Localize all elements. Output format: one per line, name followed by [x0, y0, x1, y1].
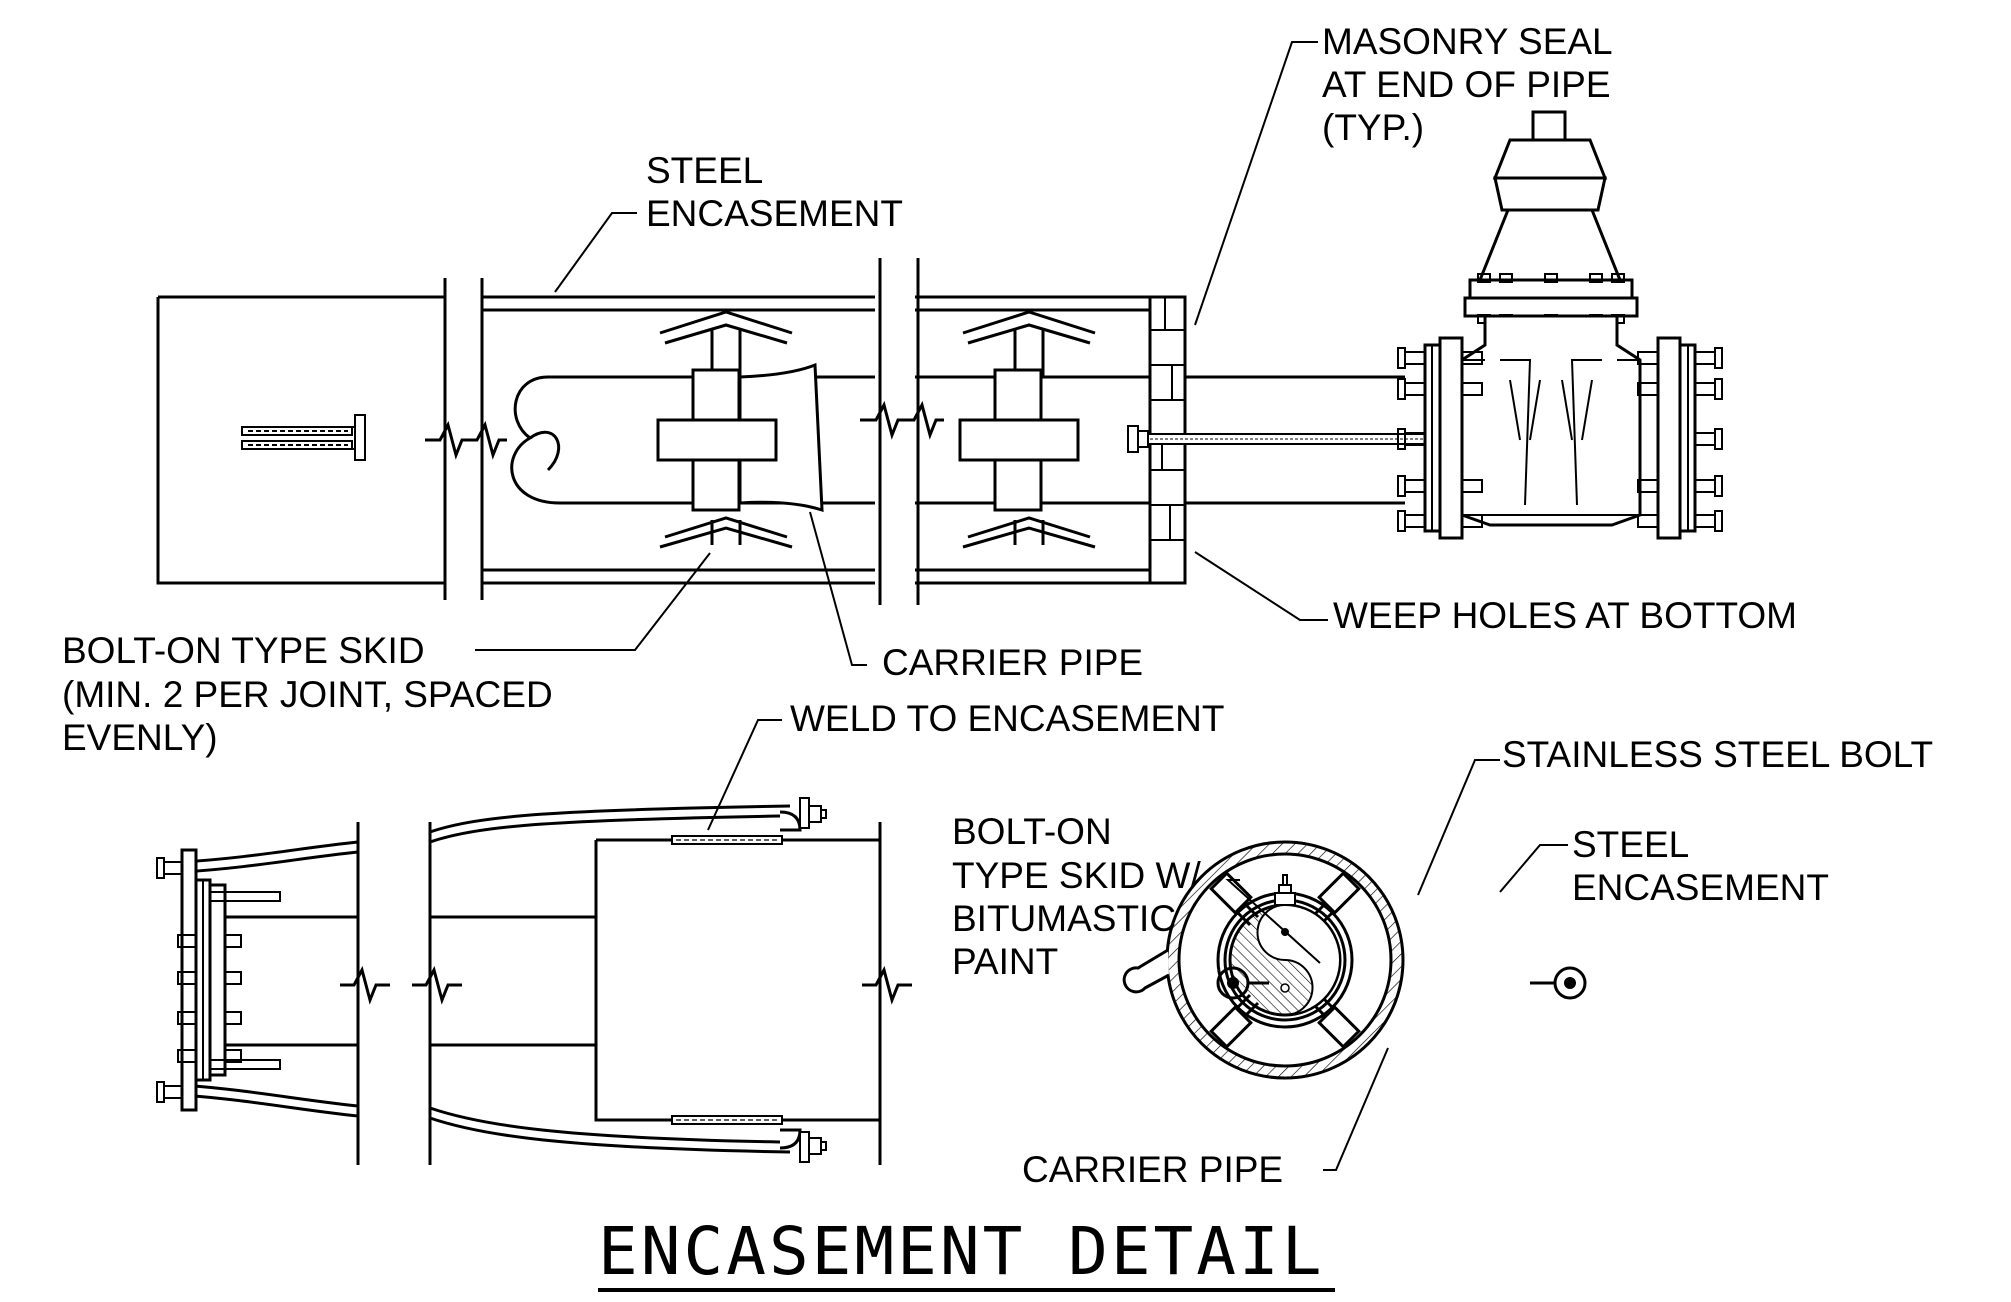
callout-steel-encasement-section: STEEL ENCASEMENT	[1572, 824, 1829, 908]
svg-text:BITUMASTIC: BITUMASTIC	[952, 898, 1176, 939]
svg-text:CARRIER PIPE: CARRIER PIPE	[1022, 1149, 1283, 1190]
svg-text:WELD TO ENCASEMENT: WELD TO ENCASEMENT	[790, 698, 1224, 739]
plan-view	[156, 797, 912, 1165]
break-line-2	[860, 258, 944, 605]
svg-text:AT END OF PIPE: AT END OF PIPE	[1322, 64, 1611, 105]
callout-bolt-on-skid: BOLT-ON TYPE SKID (MIN. 2 PER JOINT, SPA…	[62, 630, 553, 758]
svg-text:WEEP HOLES AT BOTTOM: WEEP HOLES AT BOTTOM	[1333, 595, 1797, 636]
gate-valve	[1397, 110, 1723, 540]
svg-text:(TYP.): (TYP.)	[1322, 107, 1424, 148]
svg-text:(MIN. 2 PER JOINT, SPACED: (MIN. 2 PER JOINT, SPACED	[62, 674, 553, 715]
weld-strap	[241, 414, 366, 461]
break-line-1	[425, 278, 507, 600]
leader-lines	[475, 41, 1568, 1171]
skid-1	[656, 310, 793, 549]
svg-text:ENCASEMENT: ENCASEMENT	[1572, 867, 1829, 908]
svg-text:PAINT: PAINT	[952, 941, 1058, 982]
svg-text:BOLT-ON: BOLT-ON	[952, 811, 1112, 852]
callout-carrier-pipe-section: CARRIER PIPE	[1022, 1149, 1283, 1190]
callout-masonry-seal: MASONRY SEAL AT END OF PIPE (TYP.)	[1322, 21, 1613, 148]
skid-2	[958, 310, 1096, 549]
svg-text:STEEL: STEEL	[646, 150, 763, 191]
svg-text:EVENLY): EVENLY)	[62, 717, 218, 758]
svg-text:STEEL: STEEL	[1572, 824, 1689, 865]
callout-bolt-on-skid-section: BOLT-ON TYPE SKID W/ BITUMASTIC PAINT	[952, 811, 1201, 982]
svg-text:ENCASEMENT DETAIL: ENCASEMENT DETAIL	[598, 1213, 1325, 1290]
svg-text:BOLT-ON TYPE SKID: BOLT-ON TYPE SKID	[62, 630, 425, 671]
callout-weld-to-encasement: WELD TO ENCASEMENT	[790, 698, 1224, 739]
callout-carrier-pipe-top: CARRIER PIPE	[882, 642, 1143, 683]
svg-text:TYPE SKID W/: TYPE SKID W/	[952, 855, 1201, 896]
svg-text:STAINLESS STEEL BOLT: STAINLESS STEEL BOLT	[1502, 734, 1933, 775]
drawing-title: ENCASEMENT DETAIL	[598, 1213, 1335, 1292]
svg-text:ENCASEMENT: ENCASEMENT	[646, 193, 903, 234]
svg-text:MASONRY SEAL: MASONRY SEAL	[1322, 21, 1613, 62]
callout-steel-encasement-top: STEEL ENCASEMENT	[646, 150, 903, 234]
callout-stainless-bolt: STAINLESS STEEL BOLT	[1502, 734, 1933, 775]
elevation-view	[156, 110, 1723, 605]
callout-weep-holes: WEEP HOLES AT BOTTOM	[1333, 595, 1797, 636]
svg-text:CARRIER PIPE: CARRIER PIPE	[882, 642, 1143, 683]
cross-section	[1122, 840, 1587, 1080]
